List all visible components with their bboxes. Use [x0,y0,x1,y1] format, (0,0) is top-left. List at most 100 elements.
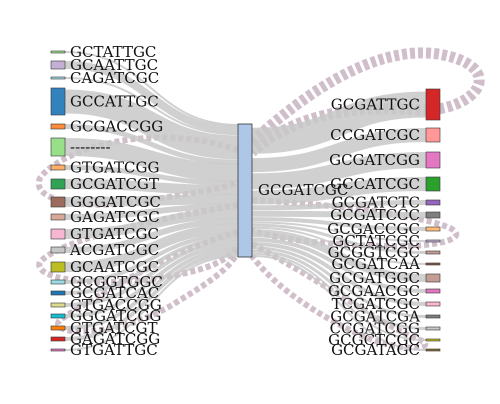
node-right-label: GCGCTCGC [328,331,420,349]
flow-in-acgatcgc [64,218,239,253]
node-right-gcgattgc [425,88,441,121]
node-right-gctatcgc [425,239,441,243]
flow-out-gcggtcgc [251,223,427,254]
flow-in-dash [64,138,239,182]
node-left-label: GTGATCGC [70,225,159,243]
node-left-cagatcgc [50,76,66,80]
flow-out-gcgatggc [251,229,427,282]
flow-out-gcgatcga [251,246,427,318]
node-left-dash [50,137,66,157]
node-layer [50,50,441,352]
flow-out-gcgatagc [251,254,427,351]
node-left-label: GCTATTGC [70,43,156,61]
node-right-label: GCGATCGG [329,151,420,169]
flow-out-gcgatcaa [251,226,427,265]
node-left-label: GAGATCGC [70,208,160,226]
flow-out-gctatcgc [251,221,427,242]
node-right-label: GCGATCCC [330,206,420,224]
flow-out-gcgatctc [251,200,427,211]
self-loop-5 [55,229,241,335]
self-loop-6 [249,241,429,351]
node-right-gcgctcgc [425,338,441,342]
node-right-label: GCGATTGC [331,96,420,114]
node-left-label: GAGATCGG [70,330,160,348]
flow-in-gtgatcgc [64,208,239,239]
flow-in-gcgatcac [64,236,239,295]
node-right-gcgatcgg [425,151,441,169]
node-left-gtgatcgt [50,325,66,331]
node-left-label: GTGACCGG [70,296,162,314]
flow-out-gcgaacgc [251,237,427,293]
node-left-label: GTGATCGG [70,159,159,177]
flow-out-gcgatccc [251,210,427,218]
node-left-label: GCGATCGT [70,175,159,193]
node-right-label: GCGAACGC [328,282,420,300]
node-right-label: GCGATCTC [332,194,420,212]
node-left-gtgattgc [50,348,66,352]
node-left-acgatcgc [50,246,66,254]
node-left-gcaattgc [50,60,66,70]
flow-in-gagatcgg [64,251,239,341]
node-left-gtgaccgg [50,302,66,308]
node-left-gagatcgg [50,336,66,342]
flow-out-gcgattgc [251,91,427,154]
flow-out-gcgaccgc [251,217,427,231]
node-left-gggatcgc [50,196,66,208]
node-left-label: GTGATTGC [70,341,158,359]
node-left-label: GCGACCGG [70,118,163,136]
node-left-label: GTGATCGT [70,319,157,337]
node-left-label: GCAATCGC [70,258,159,276]
node-left-gctattgc [50,50,66,54]
node-right-label: GCGATGGC [329,269,420,287]
node-left-gcaatcgc [50,261,66,273]
node-left-label: GCGGTGGC [70,273,163,291]
flow-out-tcgatcgc [251,242,427,306]
node-right-tcgatcgc [425,301,441,307]
node-left-label: GGGATCGC [70,193,161,211]
node-left-label: CAGATCGC [70,69,159,87]
node-left-gtgatcgg [50,164,66,171]
node-right-gcgatcaa [425,262,441,266]
node-center-label: GCGATCGC [258,181,348,199]
node-right-gccatcgc [425,176,441,192]
flow-in-cagatcgc [64,77,239,136]
flow-in-gcaattgc [64,61,239,134]
flow-out-gcgctcgc [251,252,427,341]
node-right-gcggtcgc [425,250,441,255]
flow-in-gggatcgc [64,194,239,207]
node-right-gcgatctc [425,199,441,206]
node-right-label: GCGATCAA [331,255,420,273]
flow-in-gggatcgg [64,243,239,318]
label-layer: GCGATCGCGCTATTGCGCAATTGCCAGATCGCGCCATTGC… [69,43,420,359]
flow-out-gccatcgc [251,177,427,205]
node-left-gggatcgg [50,313,66,319]
flow-out-ccgatcgc [251,128,427,173]
node-right-gcgatggc [425,273,441,283]
flow-in-gccattgc [64,89,239,160]
node-left-gagatcgc [50,213,66,221]
flow-out-ccgatcgg [251,249,427,330]
flow-in-gctattgc [64,51,239,126]
flow-in-gcaatcgc [64,223,239,272]
node-right-label: CCGATCGC [330,126,420,144]
node-right-label: TCGATCGC [332,295,420,313]
node-left-label: ACGATCGC [69,241,159,259]
node-right-ccgatcgc [425,127,441,143]
node-left-label: GGGATCGG [70,307,161,325]
node-left-label: GCAATTGC [70,56,158,74]
node-right-label: CCGATCGG [330,320,420,338]
node-left-gcgaccgg [50,123,66,130]
flow-in-gagatcgc [64,203,239,220]
flow-in-gcggtggc [64,232,239,284]
node-right-label: GCGACCGC [327,220,420,238]
node-left-gcggtggc [50,279,66,285]
node-left-gccattgc [50,87,66,116]
flow-in-gtgaccgg [64,240,239,307]
node-right-label: GCGATCGA [330,308,420,326]
node-left-label: -------- [70,138,111,156]
node-left-label: GCGATCAC [70,284,159,302]
node-right-gcgaccgc [425,226,441,232]
node-center [237,123,253,258]
node-right-gcgatccc [425,211,441,219]
